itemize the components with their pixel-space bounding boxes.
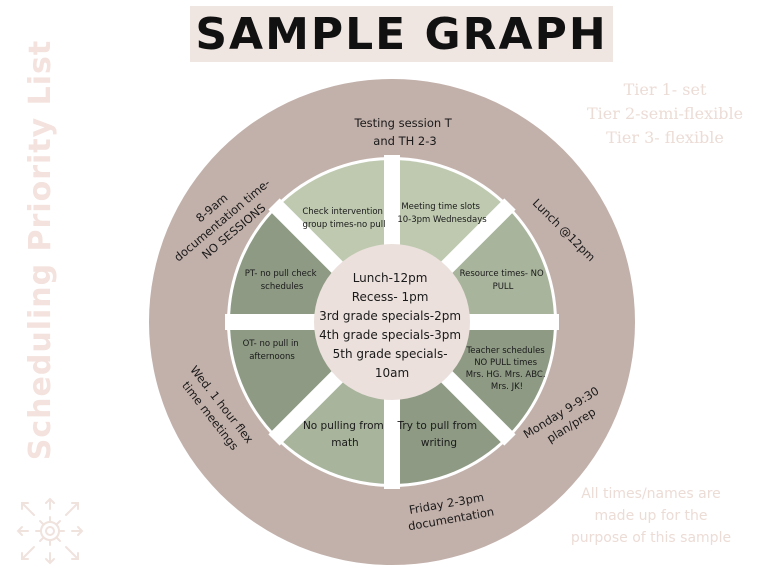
footnote-line: All times/names are — [581, 486, 721, 502]
segment-meeting-slots-label: Meeting time slots 10-3pm Wednesdays — [397, 202, 487, 225]
footnote: All times/names are made up for the purp… — [566, 483, 736, 549]
segment-ot-label: OT- no pull in afternoons — [243, 339, 302, 362]
segment-math-label: No pulling from math — [303, 420, 387, 449]
tier-legend: Tier 1- set Tier 2-semi-flexible Tier 3-… — [570, 78, 760, 150]
ring-label-top: Testing session T and TH 2-3 — [354, 116, 456, 148]
tier-3: Tier 3- flexible — [606, 128, 724, 147]
tier-2: Tier 2-semi-flexible — [586, 104, 744, 123]
footnote-line: purpose of this sample — [570, 530, 732, 546]
tier-1: Tier 1- set — [623, 80, 707, 99]
gear-arrows-icon — [16, 497, 84, 565]
segment-pt-label: PT- no pull check schedules — [245, 269, 319, 292]
footnote-line: made up for the — [594, 508, 708, 524]
segment-writing-label: Try to pull from writing — [397, 420, 481, 449]
segment-teacher-label: Teacher schedules NO PULL times Mrs. HG.… — [466, 346, 549, 392]
title-background — [190, 6, 613, 62]
segment-resource-label: Resource times- NO PULL — [460, 269, 547, 292]
page-title: SAMPLE GRAPH — [195, 8, 608, 60]
center-circle — [314, 244, 470, 400]
center-text: Lunch-12pm Recess- 1pm 3rd grade special… — [319, 271, 465, 380]
segment-check-intervention-label: Check intervention group times-no pull — [302, 207, 385, 230]
